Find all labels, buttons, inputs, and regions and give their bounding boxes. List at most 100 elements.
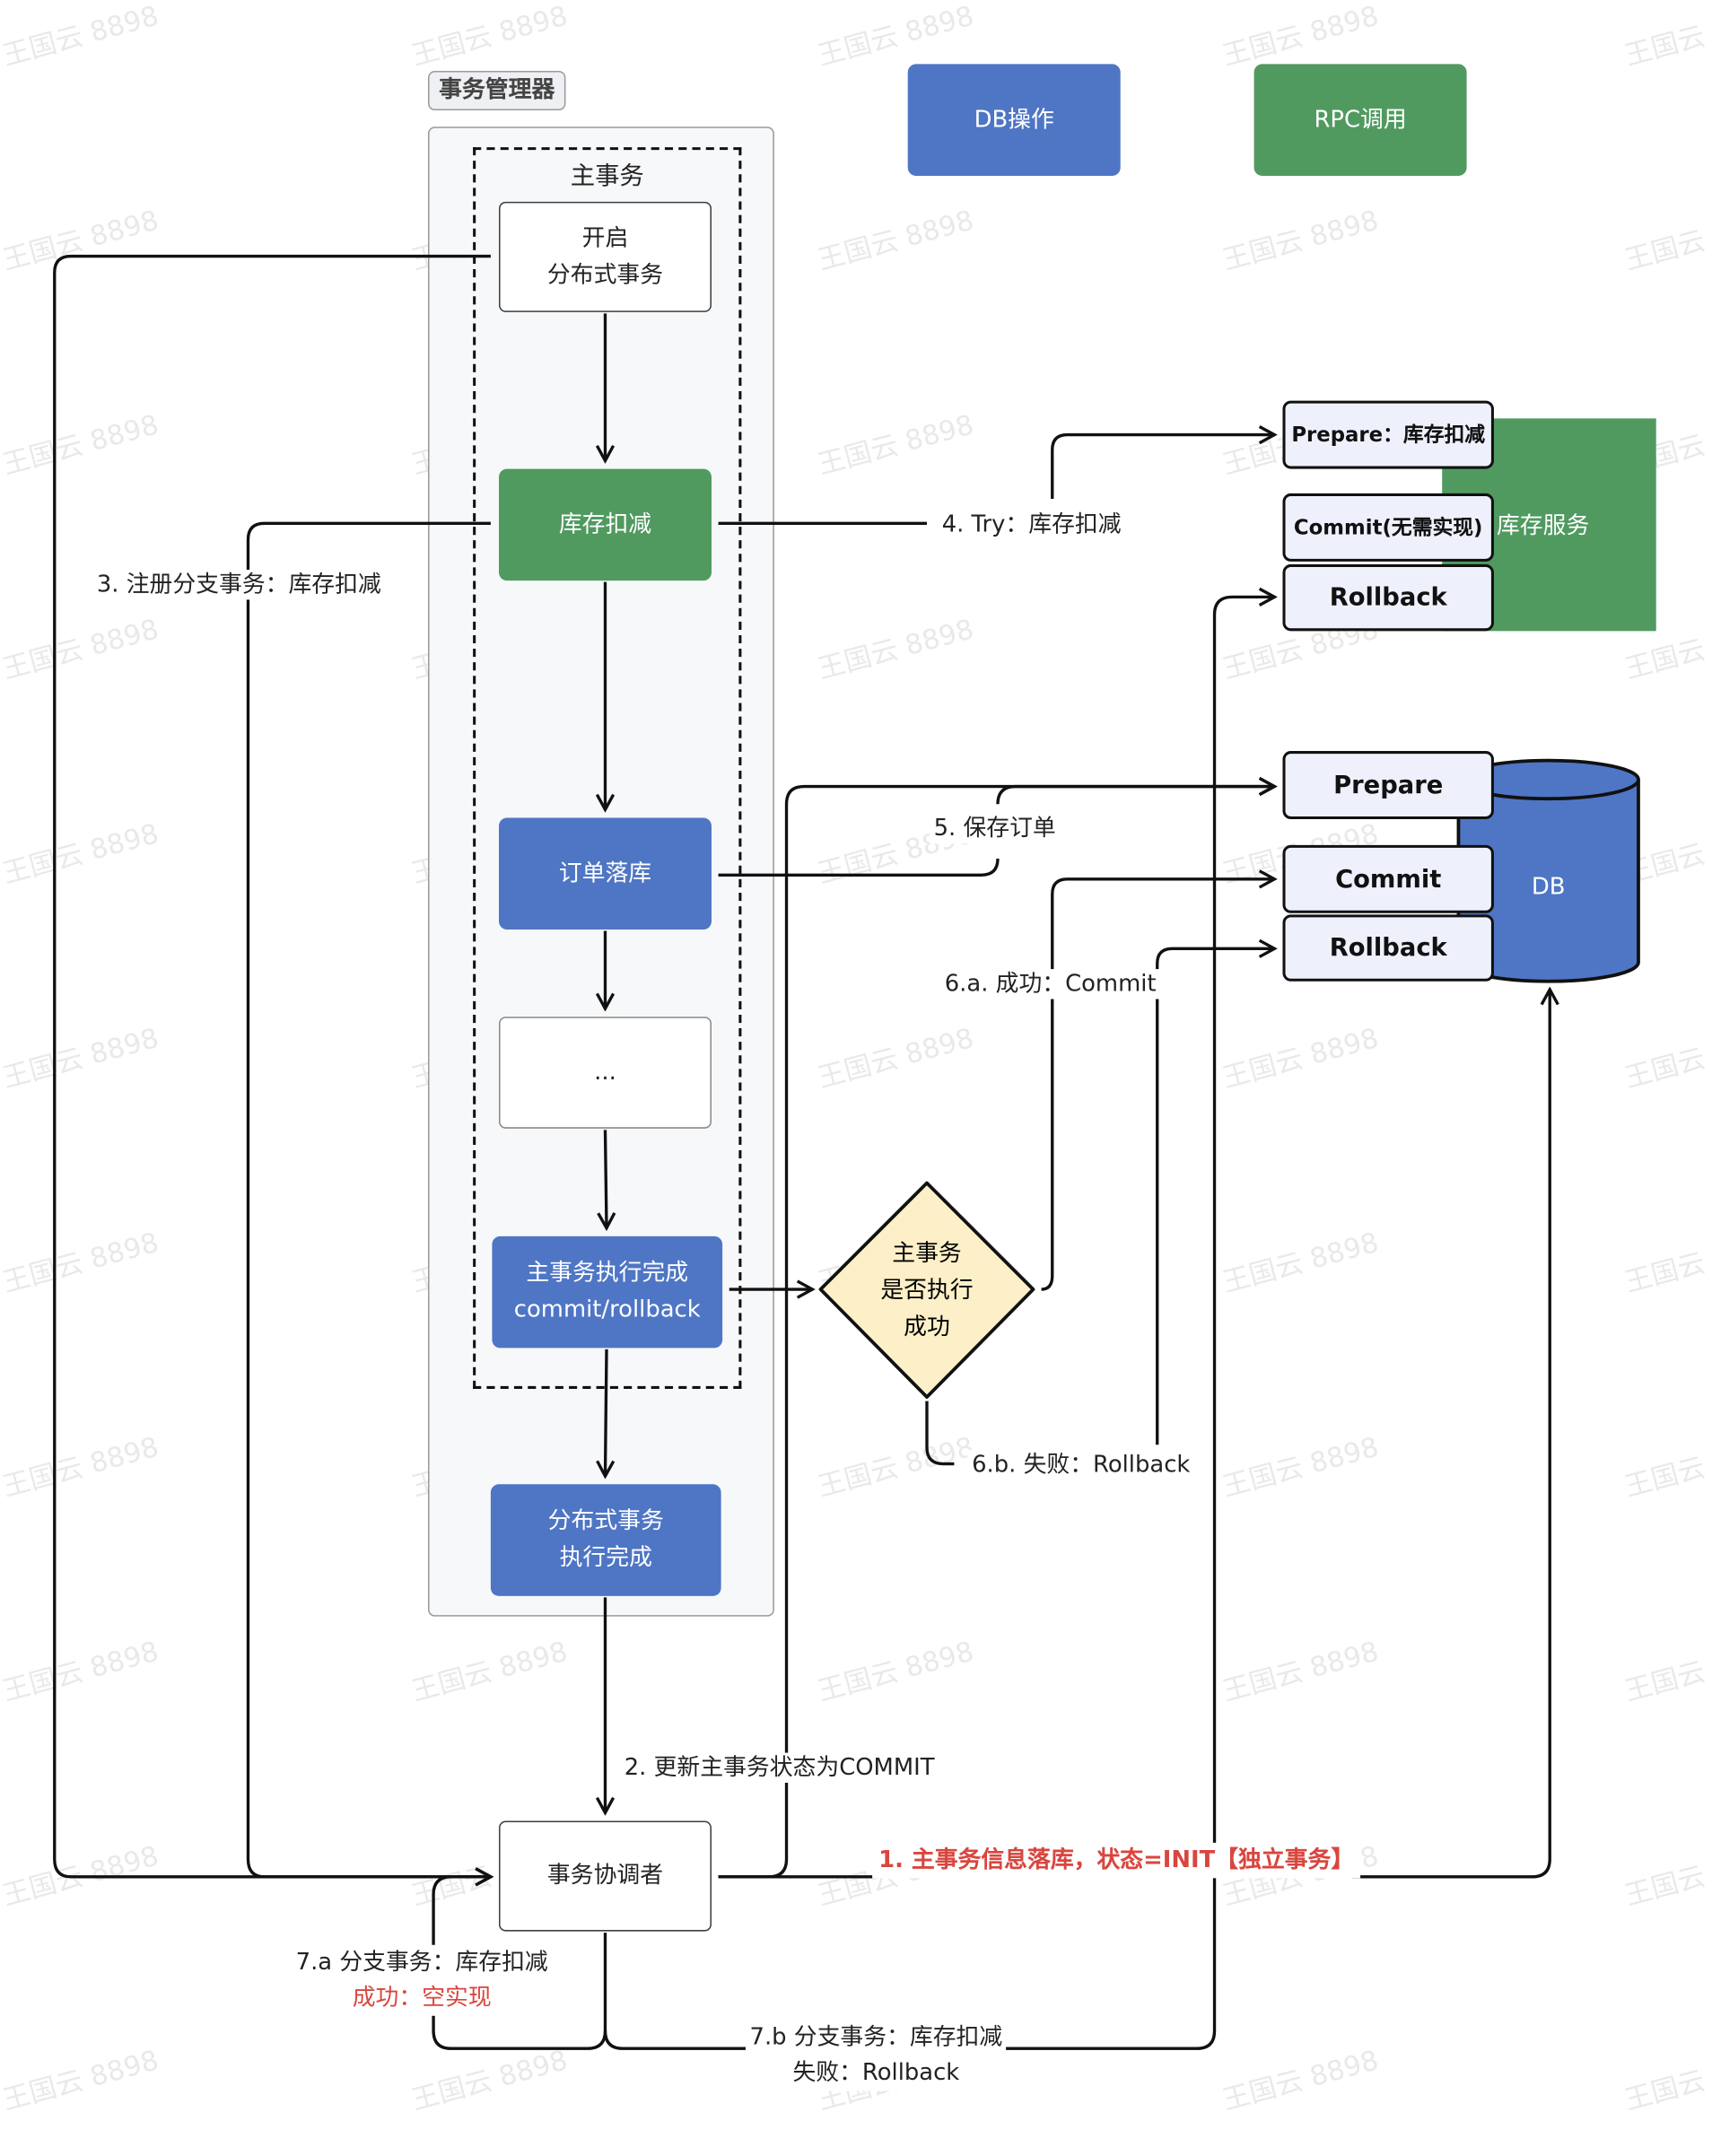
watermark-text: 王国云 8898	[814, 0, 977, 73]
watermark-text: 王国云 8898	[407, 1634, 572, 1708]
watermark-text: 王国云 8898	[1218, 1634, 1383, 1708]
watermark-text: 王国云 8898	[0, 1634, 162, 1708]
watermark-text: 王国云 8898	[814, 1429, 977, 1504]
decision-label-text: 主事务 是否执行 成功	[880, 1239, 974, 1341]
watermark-text: 王国云 8898	[1620, 1021, 1712, 1095]
transaction-manager-label: 事务管理器	[439, 76, 555, 104]
transaction-coordinator-node: 事务协调者	[498, 1820, 712, 1932]
watermark-text: 王国云 8898	[1218, 203, 1383, 276]
edge-label-2: 2. 更新主事务状态为COMMIT	[620, 1752, 939, 1783]
db-commit-step: Commit	[1282, 844, 1494, 913]
watermark-text: 王国云 8898	[1620, 203, 1712, 276]
legend-db: DB操作	[907, 64, 1121, 176]
edge-label-2-text: 2. 更新主事务状态为COMMIT	[624, 1754, 935, 1782]
start-node-label: 开启 分布式事务	[546, 223, 664, 289]
edge-label-3: 3. 注册分支事务：库存扣减	[92, 569, 386, 600]
watermark-text: 王国云 8898	[1620, 2043, 1712, 2117]
order-save-node: 订单落库	[498, 817, 712, 930]
watermark-text: 王国云 8898	[1218, 0, 1383, 73]
watermark-text: 王国云 8898	[0, 612, 162, 685]
watermark-text: 王国云 8898	[407, 0, 572, 73]
watermark-text: 王国云 8898	[0, 2043, 162, 2117]
watermark-text: 王国云 8898	[1218, 2043, 1383, 2117]
edge-label-7b-line1: 7.b 分支事务：库存扣减	[749, 2023, 1003, 2052]
watermark-text: 王国云 8898	[0, 407, 162, 481]
stock-service-label: 库存服务	[1497, 507, 1606, 546]
edge-label-7b: 7.b 分支事务：库存扣减 失败：Rollback	[745, 2020, 1007, 2091]
db-label: DB	[1513, 869, 1584, 904]
stock-node-label: 库存扣减	[558, 510, 652, 538]
watermark-text: 王国云 8898	[1218, 1225, 1383, 1299]
decision-label: 主事务 是否执行 成功	[845, 1235, 1009, 1347]
db-label-text: DB	[1531, 872, 1566, 901]
edge-label-5-text: 5. 保存订单	[933, 815, 1056, 842]
stock-deduct-node: 库存扣减	[498, 468, 712, 581]
watermark-text: 王国云 8898	[814, 1634, 977, 1708]
distributed-tx-complete-node: 分布式事务 执行完成	[490, 1484, 721, 1596]
main-transaction-frame	[473, 147, 742, 1389]
main-complete-label: 主事务执行完成 commit/rollback	[513, 1259, 701, 1324]
edge-label-6b: 6.b. 失败：Rollback	[967, 1450, 1194, 1480]
db-rollback-label: Rollback	[1329, 933, 1447, 963]
stock-prepare-label: Prepare：库存扣减	[1291, 422, 1486, 447]
watermark-text: 王国云 8898	[1620, 1838, 1712, 1912]
watermark-text: 王国云 8898	[0, 1225, 162, 1299]
edge-label-7b-line2: 失败：Rollback	[792, 2059, 960, 2087]
stock-rollback-step: Rollback	[1282, 563, 1494, 632]
watermark-text: 王国云 8898	[1620, 1225, 1712, 1299]
watermark-text: 王国云 8898	[1620, 816, 1712, 890]
db-commit-label: Commit	[1335, 864, 1442, 894]
ellipsis-node: ...	[498, 1017, 712, 1129]
edge-label-5: 5. 保存订单	[930, 813, 1061, 844]
watermark-text: 王国云 8898	[407, 2043, 572, 2117]
edge-label-4: 4. Try：库存扣减	[938, 510, 1126, 540]
watermark-text: 王国云 8898	[814, 612, 977, 685]
watermark-text: 王国云 8898	[1620, 1634, 1712, 1708]
legend-rpc-label: RPC调用	[1314, 105, 1407, 134]
main-tx-complete-node: 主事务执行完成 commit/rollback	[492, 1235, 723, 1349]
watermark-text: 王国云 8898	[0, 0, 162, 73]
edge-label-1-text: 1. 主事务信息落库，状态=INIT【独立事务】	[878, 1846, 1355, 1874]
watermark-text: 王国云 8898	[814, 407, 977, 481]
ellipsis-node-label: ...	[594, 1058, 616, 1086]
watermark-text: 王国云 8898	[1620, 0, 1712, 73]
edge-label-7a-line1: 7.a 分支事务：库存扣减	[295, 1949, 548, 1977]
stock-service-label-text: 库存服务	[1496, 511, 1590, 539]
watermark-text: 王国云 8898	[0, 1838, 162, 1912]
edge-label-6a-text: 6.a. 成功：Commit	[944, 970, 1157, 998]
legend-rpc: RPC调用	[1253, 64, 1467, 176]
edge-label-4-text: 4. Try：库存扣减	[941, 511, 1122, 539]
edge-label-7a-line2: 成功：空实现	[352, 1984, 492, 2012]
watermark-text: 王国云 8898	[814, 203, 977, 276]
watermark-text: 王国云 8898	[1620, 1429, 1712, 1504]
transaction-manager-tag: 事务管理器	[428, 70, 566, 111]
watermark-text: 王国云 8898	[0, 1429, 162, 1504]
legend-db-label: DB操作	[974, 105, 1054, 134]
db-prepare-step: Prepare	[1282, 751, 1494, 819]
db-rollback-step: Rollback	[1282, 914, 1494, 982]
watermark-text: 王国云 8898	[814, 1021, 977, 1095]
edge-1-persist-main	[718, 990, 1550, 1879]
coordinator-label: 事务协调者	[546, 1862, 664, 1890]
edge-label-6b-text: 6.b. 失败：Rollback	[972, 1451, 1191, 1480]
stock-prepare-step: Prepare：库存扣减	[1282, 400, 1494, 469]
stock-commit-step: Commit(无需实现)	[1282, 493, 1494, 562]
order-node-label: 订单落库	[558, 859, 652, 887]
watermark-text: 王国云 8898	[1218, 1021, 1383, 1095]
edge-label-1: 1. 主事务信息落库，状态=INIT【独立事务】	[872, 1842, 1361, 1879]
stock-rollback-label: Rollback	[1329, 583, 1447, 613]
watermark-text: 王国云 8898	[0, 1021, 162, 1095]
watermark-text: 王国云 8898	[0, 203, 162, 276]
main-transaction-title: 主事务	[473, 158, 741, 193]
main-transaction-title-text: 主事务	[570, 161, 644, 190]
watermark-text: 王国云 8898	[1218, 1429, 1383, 1504]
edge-label-3-text: 3. 注册分支事务：库存扣减	[96, 571, 381, 598]
watermark-text: 王国云 8898	[0, 816, 162, 890]
stock-commit-label: Commit(无需实现)	[1293, 514, 1483, 539]
edge-6b-rollback	[925, 948, 1274, 1466]
db-prepare-label: Prepare	[1333, 771, 1444, 799]
start-distributed-tx-node: 开启 分布式事务	[498, 201, 712, 312]
edge-label-6a: 6.a. 成功：Commit	[940, 969, 1161, 999]
dist-complete-label: 分布式事务 执行完成	[547, 1507, 664, 1572]
edge-label-7a: 7.a 分支事务：库存扣减 成功：空实现	[292, 1944, 553, 2016]
